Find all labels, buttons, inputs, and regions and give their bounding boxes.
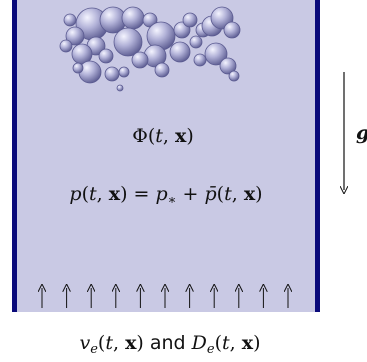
gas-bubble bbox=[193, 53, 207, 67]
gas-bubble bbox=[223, 21, 241, 39]
gas-bubble bbox=[204, 42, 228, 66]
gas-bubble bbox=[154, 62, 170, 78]
inlet-arrows bbox=[42, 288, 288, 308]
gas-bubble bbox=[63, 13, 77, 27]
inlet-conditions-label: ve(t, x) and De(t, x) bbox=[79, 332, 260, 357]
gas-bubble bbox=[121, 6, 145, 30]
gas-bubble bbox=[72, 62, 84, 74]
gas-bubble bbox=[131, 51, 149, 69]
gas-bubble bbox=[116, 84, 124, 92]
volume-fraction-label: Φ(t, x) bbox=[132, 125, 193, 147]
gas-bubble bbox=[104, 66, 120, 82]
gas-bubble bbox=[113, 27, 143, 57]
gas-bubble bbox=[59, 39, 73, 53]
gas-bubble bbox=[169, 41, 191, 63]
gas-bubble bbox=[118, 66, 130, 78]
pressure-equation: p(t, x) = p∗ + p̄(t, x) bbox=[69, 183, 262, 208]
gas-bubbles-icon bbox=[59, 6, 241, 92]
gas-bubble bbox=[228, 70, 240, 82]
gas-bubble bbox=[65, 26, 85, 46]
gas-bubble bbox=[189, 35, 203, 49]
gas-bubble bbox=[98, 48, 114, 64]
gravity-label: g bbox=[356, 122, 367, 144]
gas-bubble bbox=[219, 57, 237, 75]
gas-bubble bbox=[182, 12, 198, 28]
gas-bubble bbox=[78, 60, 102, 84]
right-wall bbox=[315, 0, 320, 312]
left-wall bbox=[12, 0, 17, 312]
